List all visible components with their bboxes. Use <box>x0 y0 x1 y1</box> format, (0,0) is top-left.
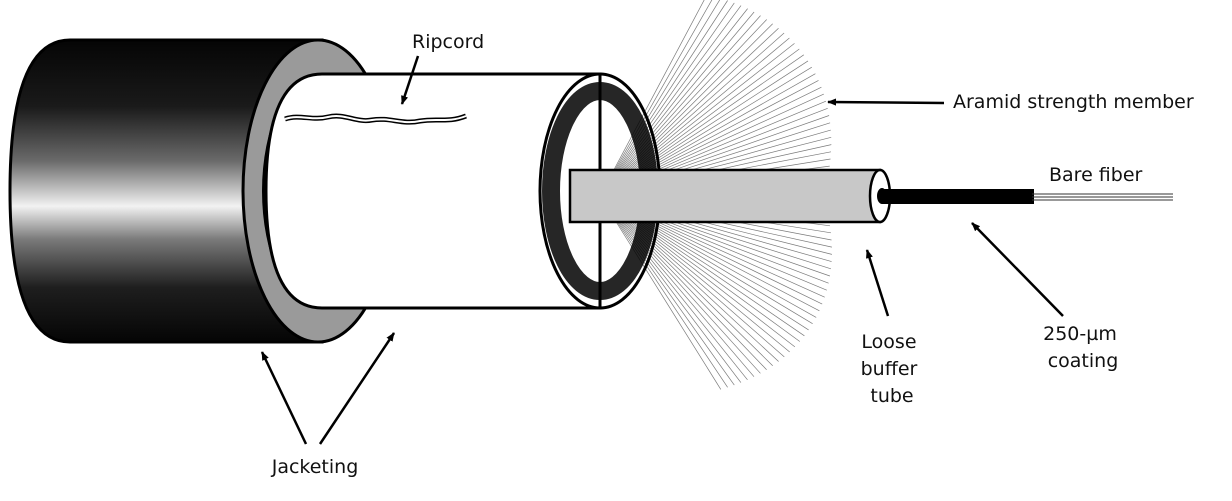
loose-buffer-arrow <box>865 249 890 317</box>
aramid-fiber-strand <box>648 86 822 172</box>
aramid-fibers-top <box>612 0 832 172</box>
aramid-fiber-strand <box>656 100 827 172</box>
aramid-fiber-strand <box>616 2 735 172</box>
aramid-fiber-strand <box>747 158 831 172</box>
aramid-fiber-strand <box>667 220 831 277</box>
jacketing-arrow-outer <box>260 351 308 445</box>
coating-label: 250-µm coating <box>1043 323 1123 372</box>
aramid-fiber-strand <box>724 220 832 241</box>
aramid-fiber-strand <box>619 11 755 172</box>
aramid-fiber-strand <box>639 220 813 325</box>
loose-buffer-tube <box>568 168 892 224</box>
aramid-fibers-bottom <box>614 220 832 390</box>
aramid-fiber-strand <box>614 220 722 390</box>
aramid-fiber-strand <box>641 73 816 172</box>
aramid-fiber-strand <box>642 220 817 318</box>
aramid-fiber-strand <box>693 220 832 255</box>
aramid-arrow <box>827 98 945 106</box>
aramid-fiber-strand <box>625 27 779 172</box>
coated-fiber <box>877 188 1034 204</box>
aramid-fiber-strand <box>621 220 761 374</box>
aramid-fiber-strand <box>623 23 773 172</box>
aramid-fiber-strand <box>617 220 742 383</box>
aramid-fiber-strand <box>682 129 831 172</box>
aramid-fiber-strand <box>748 220 831 234</box>
aramid-fiber-strand <box>652 220 825 298</box>
aramid-fiber-strand <box>656 220 827 291</box>
aramid-fiber-strand <box>615 220 728 388</box>
aramid-fiber-strand <box>667 115 830 172</box>
bare-fiber-label: Bare fiber <box>1049 164 1143 186</box>
aramid-fiber-strand <box>683 220 832 262</box>
bare-fiber <box>1032 193 1173 201</box>
aramid-fiber-strand <box>648 220 823 305</box>
ripcord-arrow <box>400 55 420 105</box>
aramid-fiber-strand <box>634 220 805 337</box>
aramid-fiber-strand <box>623 220 773 366</box>
aramid-fiber-strand <box>614 0 721 172</box>
aramid-fiber-strand <box>634 54 804 172</box>
aramid-fiber-strand <box>619 220 755 377</box>
aramid-fiber-strand <box>723 151 832 172</box>
aramid-fiber-strand <box>618 220 748 381</box>
aramid-fiber-strand <box>636 60 809 172</box>
aramid-fiber-strand <box>645 220 820 312</box>
aramid-fiber-strand <box>620 15 761 172</box>
aramid-fiber-strand <box>622 19 767 172</box>
ripcord <box>284 113 467 125</box>
aramid-fiber-strand <box>651 93 824 172</box>
aramid-fiber-strand <box>661 107 828 172</box>
jacketing-label: Jacketing <box>271 456 359 478</box>
inner-jacket-tube <box>264 72 602 310</box>
ripcord-label: Ripcord <box>412 31 484 53</box>
aramid-fiber-strand <box>644 80 819 172</box>
coating-arrow <box>971 222 1064 317</box>
aramid-fiber-strand <box>674 122 831 172</box>
aramid-fiber-strand <box>616 220 735 386</box>
aramid-fiber-strand <box>618 8 748 172</box>
aramid-fiber-strand <box>674 220 832 270</box>
aramid-fiber-strand <box>636 220 809 331</box>
aramid-fiber-strand <box>625 220 779 362</box>
aramid-strength-member-label: Aramid strength member <box>953 91 1194 113</box>
aramid-fiber-strand <box>661 220 829 284</box>
aramid-fiber-strand <box>693 136 832 172</box>
loose-buffer-tube-label: Loose buffer tube <box>861 331 924 407</box>
aramid-fiber-strand <box>617 5 742 172</box>
aramid-fiber-strand <box>612 0 705 172</box>
aramid-fiber-strand <box>638 66 812 172</box>
jacketing-arrow-inner <box>318 332 396 445</box>
aramid-fiber-strand <box>613 0 713 172</box>
aramid-fiber-strand <box>622 220 767 370</box>
aramid-fiber-strand <box>615 0 728 172</box>
